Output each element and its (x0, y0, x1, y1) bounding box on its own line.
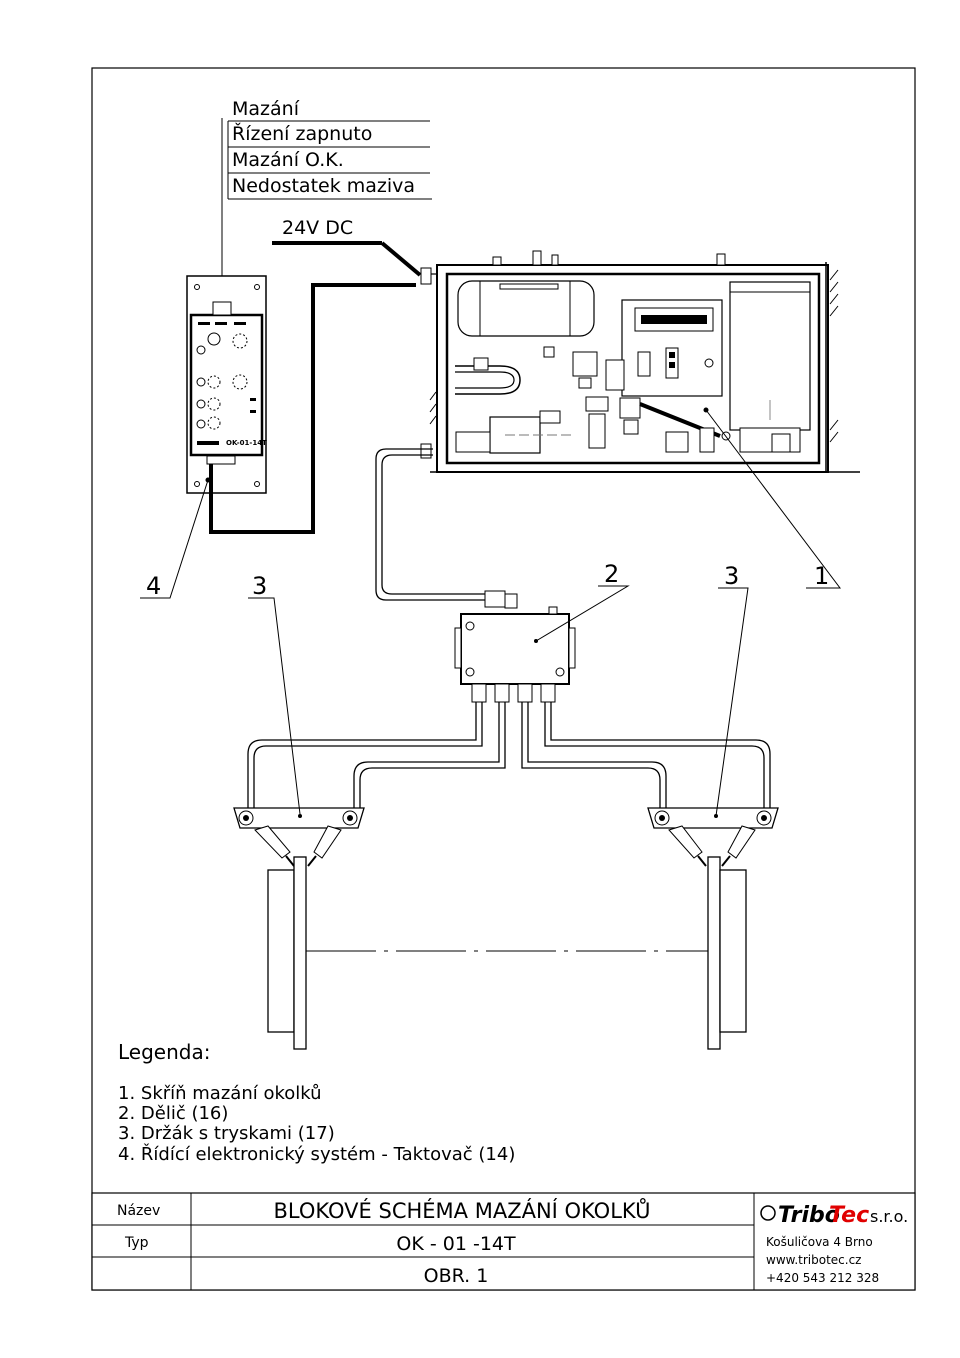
controller-code: OK-01-14T (226, 439, 267, 447)
legend-item: 1. Skříň mazání okolků (118, 1083, 322, 1104)
copyright-icon (760, 1205, 776, 1221)
signal-label: Nedostatek maziva (232, 175, 415, 197)
legend-item: 4. Řídící elektronický systém - Taktovač… (118, 1143, 515, 1165)
logo-tribo: Tribo (778, 1203, 840, 1228)
logo-tec: Tec (829, 1203, 869, 1228)
callout-number: 2 (604, 560, 619, 588)
name-label: Název (117, 1203, 160, 1219)
legend-title: Legenda: (118, 1040, 210, 1064)
company-suffix: s.r.o. (870, 1207, 908, 1226)
title-block: Název Typ BLOKOVÉ SCHÉMA MAZÁNÍ OKOLKŮ O… (91, 1192, 916, 1291)
lubrication-cabinet (420, 250, 860, 473)
callout-number: 3 (252, 572, 267, 600)
nozzle-holder-right (647, 807, 779, 867)
power-label: 24V DC (282, 217, 353, 239)
callout-number: 1 (814, 562, 829, 590)
figure-number: OBR. 1 (424, 1265, 489, 1287)
legend: Legenda: 1. Skříň mazání okolků 2. Dělič… (118, 1040, 515, 1165)
callout-number: 4 (146, 572, 161, 600)
company-phone: +420 543 212 328 (766, 1271, 879, 1285)
company-web: www.tribotec.cz (766, 1253, 861, 1267)
signal-label: Řízení zapnuto (232, 122, 372, 145)
company-address: Košuličova 4 Brno (766, 1235, 873, 1249)
signal-labels: Mazání Řízení zapnuto Mazání O.K. Nedost… (218, 98, 432, 302)
divider-block (454, 606, 576, 703)
nozzle-holder-left (233, 807, 365, 867)
drawing-type: OK - 01 -14T (396, 1233, 516, 1255)
signal-label: Mazání O.K. (232, 149, 344, 171)
callout-number: 3 (724, 562, 739, 590)
legend-item: 3. Držák s tryskami (17) (118, 1123, 335, 1144)
wheelset (267, 856, 747, 1050)
callout-leaders (140, 407, 842, 817)
signal-label: Mazání (232, 98, 300, 120)
controller-unit: OK-01-14T (186, 275, 267, 494)
legend-item: 2. Dělič (16) (118, 1103, 228, 1124)
type-label: Typ (124, 1235, 149, 1251)
drawing-title: BLOKOVÉ SCHÉMA MAZÁNÍ OKOLKŮ (274, 1197, 651, 1223)
